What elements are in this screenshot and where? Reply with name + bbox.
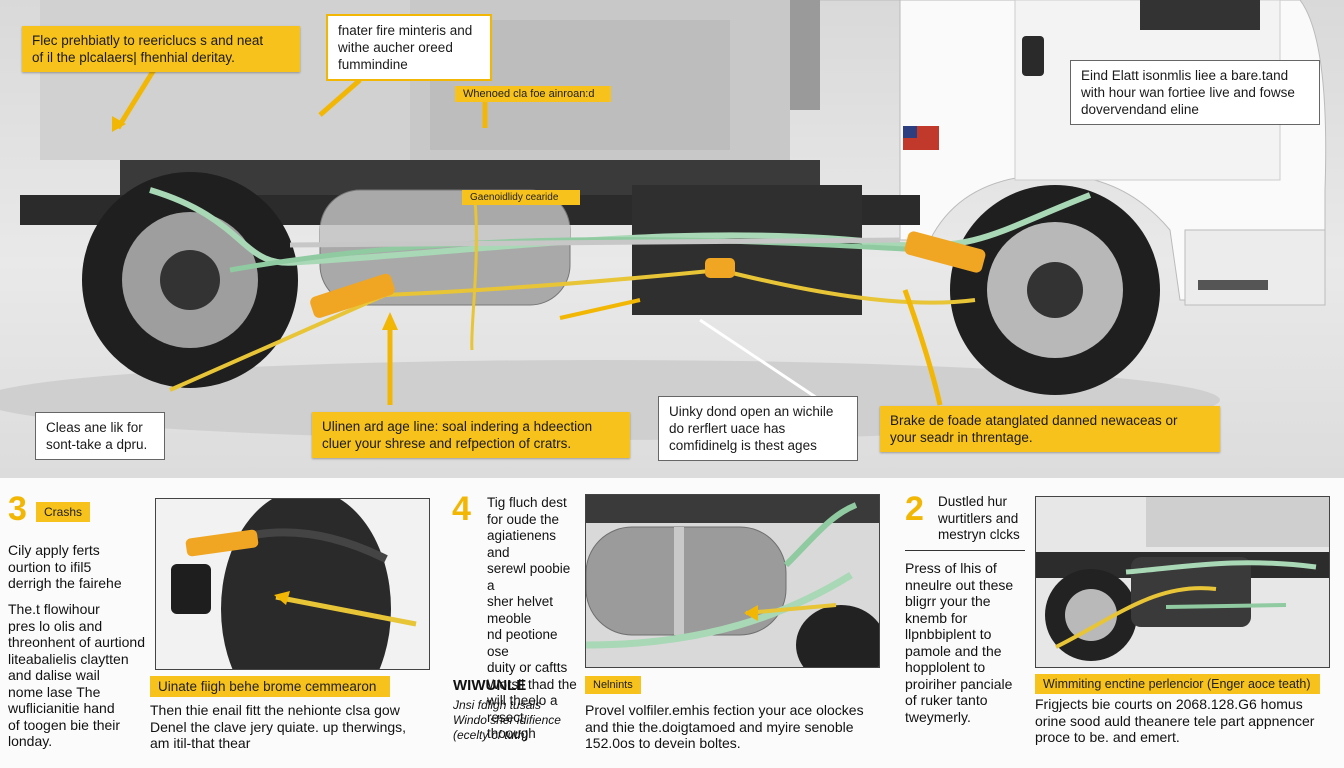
section3-panel [585,494,880,668]
callout-left: Cleas ane lik for sont-take a dpru. [35,412,165,460]
section1-panel [155,498,430,670]
tag-harness: Gaenoidlidy cearide [462,190,580,205]
fuel-tank-closeup-image [586,495,879,667]
callout-top-center: fnater fire minteris and withe aucher or… [326,14,492,81]
section1-text-b: The.t flowihour pres lo olis and threonh… [8,601,145,749]
section3-footer: Provel volfiler.emhis fection your ace o… [585,702,864,751]
section4-footer: Frigjects bie courts on 2068.128.G6 homu… [1035,696,1315,745]
section1-number: 3 [8,490,27,528]
callout-mid-left: Ulinen ard age line: soal indering a hde… [312,412,630,458]
section4-text: Press of lhis of nneulre out these bligr… [905,560,1014,725]
section4-panel [1035,496,1330,668]
section1-title: Crashs [36,502,91,522]
truck-illustration [0,0,1327,440]
section2-subtext: Jnsi fdligh tusals Windo sher idifience … [453,698,561,742]
truck-illustration-area: Flec prehbiatly to reericlucs s and neat… [0,0,1344,478]
tire-closeup-image [156,499,429,669]
section2-bold-title: WIWUNLE [453,677,527,694]
details-section: 3 Crashs Cily apply ferts ourtion to ifi… [0,478,1344,768]
section2-number: 4 [452,490,471,528]
section4-title: Dustled hur wurtitlers and mestryn clcks [938,494,1020,542]
front-axle-closeup-image [1036,497,1329,667]
callout-top-right: Eind Elatt isonmlis liee a bare.tand wit… [1070,60,1320,125]
callout-mid-right: Uinky dond open an wichile do rerflert u… [658,396,858,461]
section4-panel-caption: Wimmiting enctine perlencior (Enger aoce… [1035,674,1320,694]
callout-right: Brake de foade atanglated danned newacea… [880,406,1220,452]
section4-divider [905,550,1025,551]
tag-center: Whenoed cla foe ainroan:d [455,86,611,102]
section4-number: 2 [905,490,924,528]
section1-footer: Then thie enail fitt the nehionte clsa g… [150,702,407,751]
section1-panel-caption: Uinate fiigh behe brome cemmearon [150,676,390,697]
section3-tag: Nelnints [585,676,641,694]
section2-text: Tig fluch dest for oude the agiatienens … [487,495,577,741]
section1-text-a: Cily apply ferts ourtion to ifil5 derrig… [8,542,122,591]
callout-top-left: Flec prehbiatly to reericlucs s and neat… [22,26,300,72]
